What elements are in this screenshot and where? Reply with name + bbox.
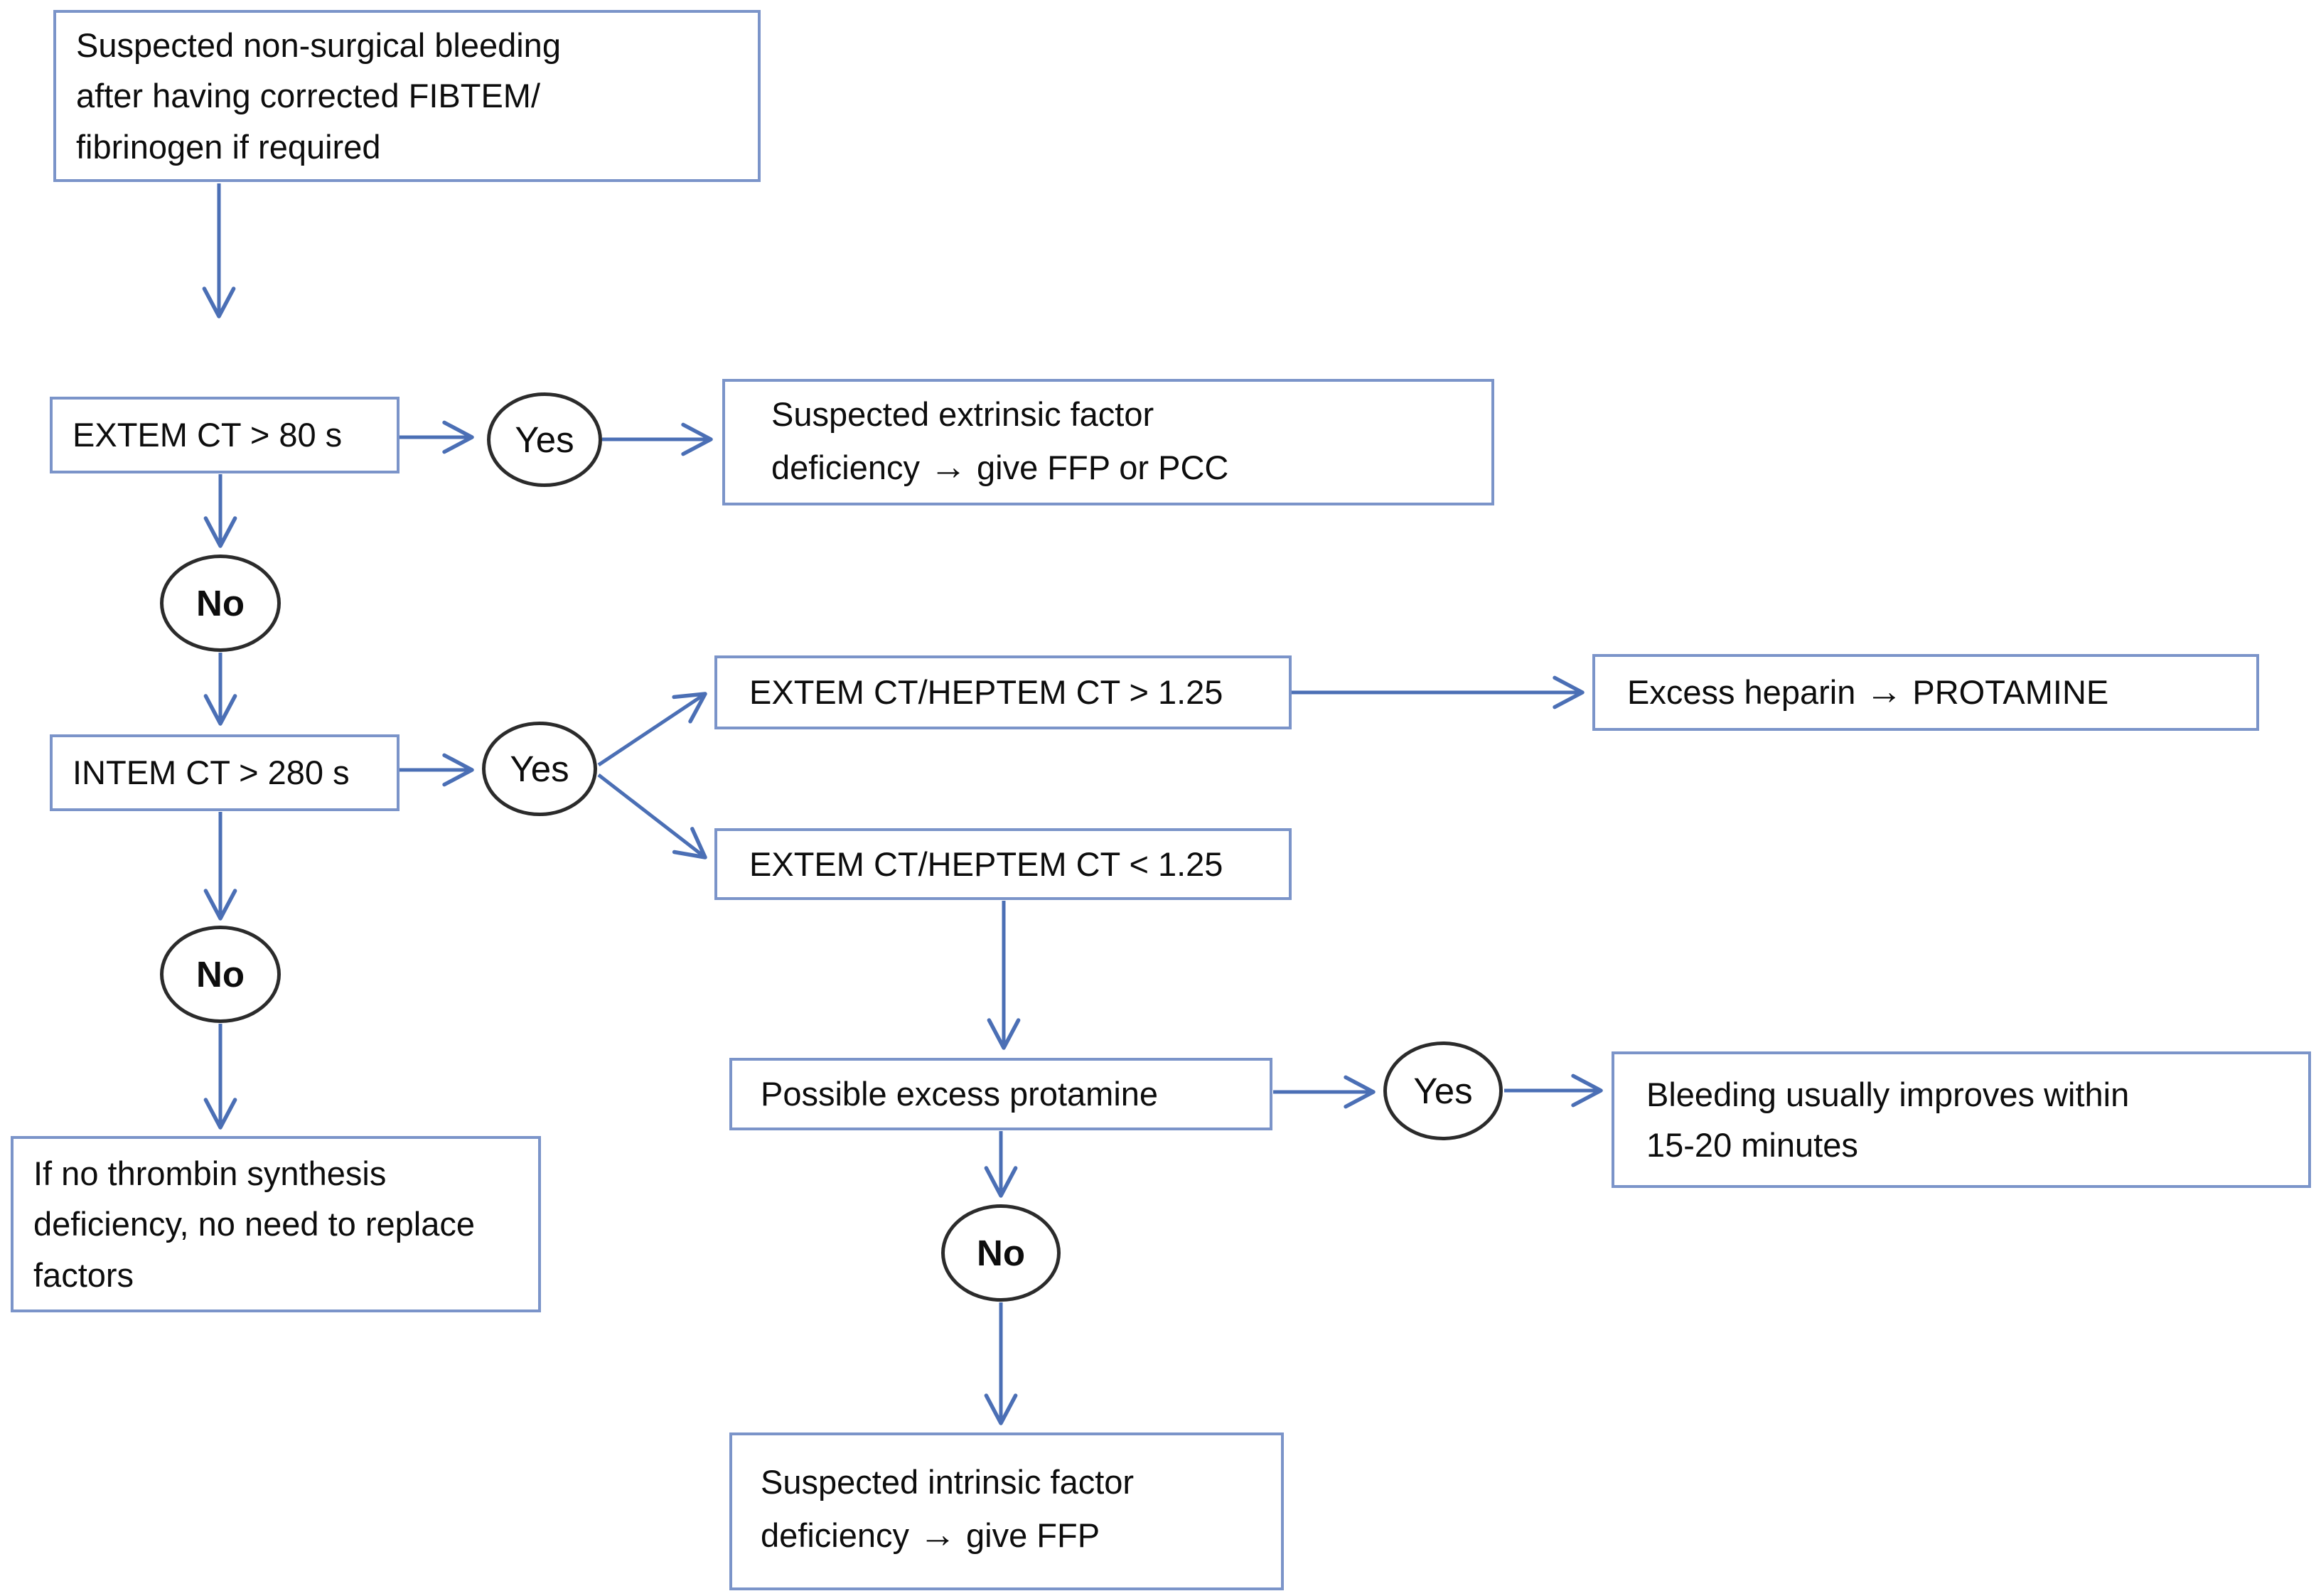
right-arrow-icon: → <box>1865 671 1903 713</box>
intem-ct-node: INTEM CT > 280 s <box>50 734 400 811</box>
connector-yes-to-ratio-low <box>597 773 707 859</box>
intrinsic-deficiency-node: Suspected intrinsic factor deficiency → gi… <box>729 1432 1284 1590</box>
ratio-high-node: EXTEM CT/HEPTEM CT > 1.25 <box>714 655 1292 729</box>
no-ellipse-extem: No <box>160 555 281 652</box>
start-node: Suspected non-surgical bleeding after ha… <box>53 10 761 182</box>
intrinsic-line2-before: deficiency <box>761 1516 909 1555</box>
no-thrombin-line2: deficiency, no need to replace <box>33 1205 475 1243</box>
ratio-low-node: EXTEM CT/HEPTEM CT < 1.25 <box>714 828 1292 900</box>
intem-ct-label: INTEM CT > 280 s <box>73 754 350 792</box>
start-node-line2: after having corrected FIBTEM/ <box>76 77 541 115</box>
extem-ct-node: EXTEM CT > 80 s <box>50 397 400 473</box>
yes-label: Yes <box>1413 1071 1473 1111</box>
yes-label: Yes <box>510 749 569 789</box>
extrinsic-line1: Suspected extrinsic factor <box>771 395 1154 433</box>
no-ellipse-intem: No <box>160 926 281 1023</box>
bleeding-line2: 15-20 minutes <box>1646 1126 1858 1164</box>
extrinsic-deficiency-node: Suspected extrinsic factor deficiency → gi… <box>722 379 1494 505</box>
connector-yes-to-ratio-high <box>597 692 707 767</box>
intrinsic-line1: Suspected intrinsic factor <box>761 1463 1135 1501</box>
ratio-high-label: EXTEM CT/HEPTEM CT > 1.25 <box>749 673 1223 712</box>
bleeding-line1: Bleeding usually improves within <box>1646 1075 2130 1113</box>
extem-ct-label: EXTEM CT > 80 s <box>73 416 343 454</box>
yes-ellipse-intem: Yes <box>482 722 597 816</box>
yes-ellipse-extem: Yes <box>487 392 602 487</box>
yes-ellipse-protamine: Yes <box>1383 1041 1503 1140</box>
ratio-low-label: EXTEM CT/HEPTEM CT < 1.25 <box>749 845 1223 883</box>
right-arrow-icon: → <box>919 1514 956 1556</box>
right-arrow-icon: → <box>930 446 967 488</box>
no-thrombin-line1: If no thrombin synthesis <box>33 1154 387 1192</box>
heparin-text-after: PROTAMINE <box>1912 673 2109 712</box>
start-node-line3: fibrinogen if required <box>76 127 381 166</box>
excess-heparin-node: Excess heparin→PROTAMINE <box>1592 654 2259 731</box>
no-label: No <box>196 954 245 995</box>
no-thrombin-line3: factors <box>33 1255 134 1294</box>
no-thrombin-node: If no thrombin synthesis deficiency, no … <box>11 1136 541 1312</box>
protamine-node: Possible excess protamine <box>729 1058 1272 1130</box>
no-ellipse-protamine: No <box>941 1204 1061 1302</box>
start-node-line1: Suspected non-surgical bleeding <box>76 26 561 64</box>
yes-label: Yes <box>515 419 574 460</box>
no-label: No <box>977 1233 1025 1273</box>
extrinsic-line2-before: deficiency <box>771 449 920 487</box>
protamine-label: Possible excess protamine <box>761 1075 1159 1113</box>
heparin-text-before: Excess heparin <box>1627 673 1856 712</box>
extrinsic-line2-after: give FFP or PCC <box>977 449 1229 487</box>
no-label: No <box>196 583 245 623</box>
bleeding-improves-node: Bleeding usually improves within 15-20 m… <box>1612 1051 2311 1188</box>
intrinsic-line2-after: give FFP <box>966 1516 1100 1555</box>
